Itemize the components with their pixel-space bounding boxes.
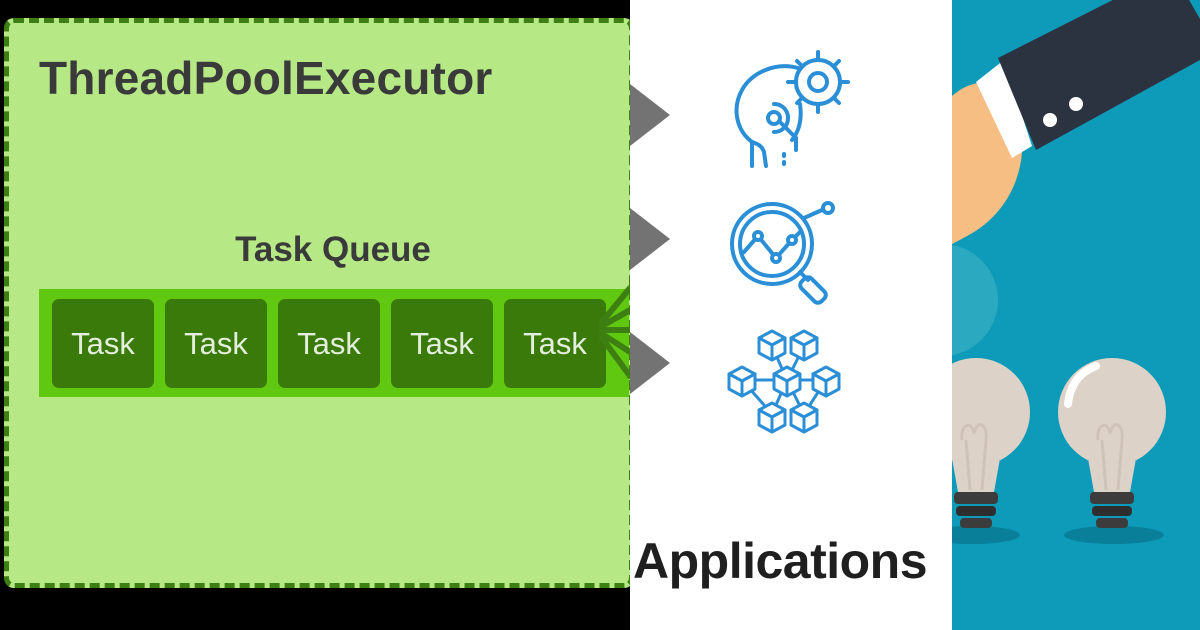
analytics-magnifier-icon (730, 201, 835, 305)
task-item: Task (504, 299, 606, 388)
task-item: Task (52, 299, 154, 388)
hand-icon (952, 0, 1200, 244)
task-item: Task (391, 299, 493, 388)
task-queue: Task Task Task Task Task (39, 289, 629, 397)
pointer-arrow-icon (630, 84, 670, 146)
executor-title: ThreadPoolExecutor (39, 52, 493, 104)
task-item: Task (278, 299, 380, 388)
task-item: Task (165, 299, 267, 388)
shadow-shape (1064, 526, 1164, 544)
idea-illustration-panel (952, 0, 1200, 630)
lightbulb-icon (1058, 358, 1166, 528)
queue-dispatch-arrows-icon (599, 285, 630, 379)
task-queue-label: Task Queue (235, 230, 431, 269)
glow-shape (952, 244, 998, 356)
applications-panel: Applications (630, 0, 952, 630)
pointer-arrow-icon (630, 332, 670, 394)
idea-illustration (952, 0, 1200, 544)
shadow-shape (952, 526, 1020, 544)
thread-pool-executor-panel: ThreadPoolExecutor Task Queue Task Task … (4, 18, 634, 588)
ai-head-gear-icon (734, 50, 850, 168)
executor-box: ThreadPoolExecutor Task Queue Task Task … (4, 18, 634, 588)
applications-label: Applications (633, 533, 928, 589)
lightbulb-icon (952, 358, 1030, 528)
blockchain-cubes-icon (727, 329, 841, 434)
pointer-arrow-icon (630, 208, 670, 270)
